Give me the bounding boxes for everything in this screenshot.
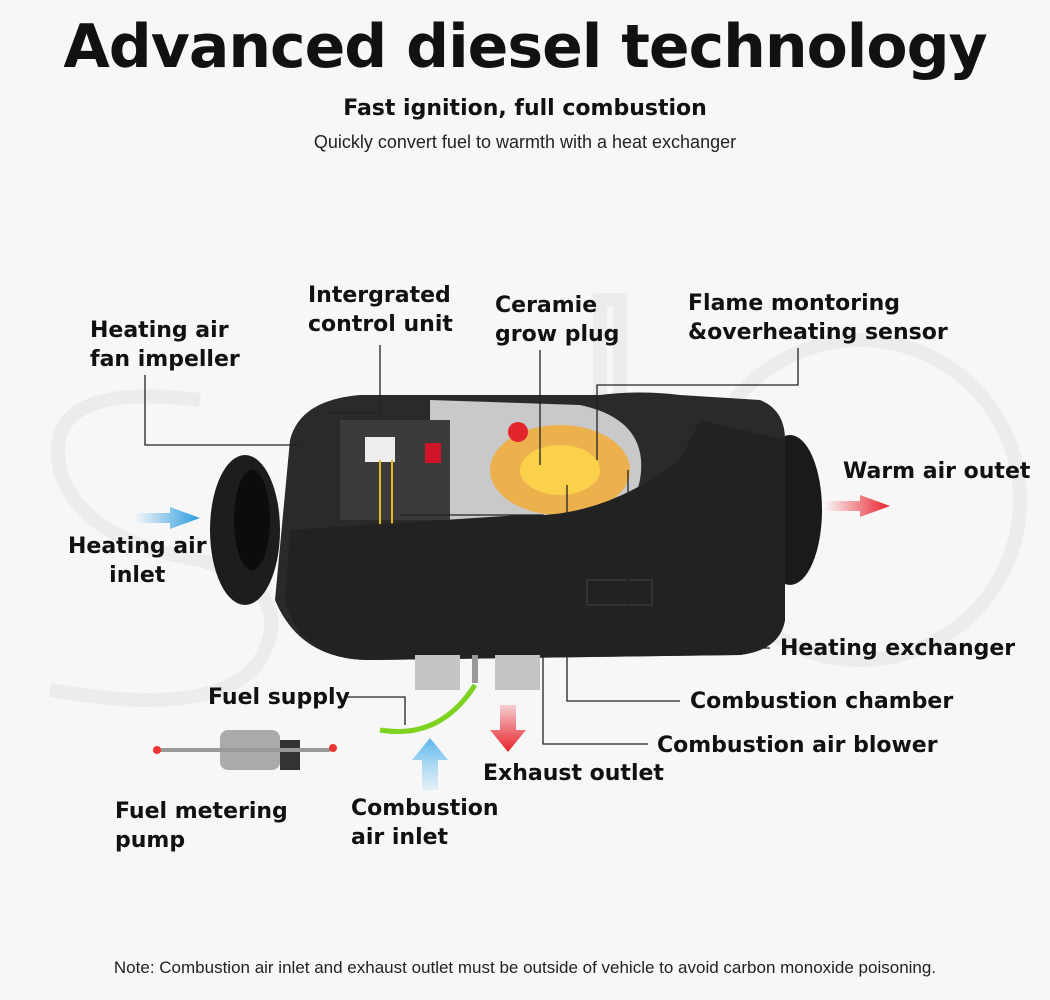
description: Quickly convert fuel to warmth with a he… — [313, 132, 737, 152]
exhaust-outlet-arrow — [490, 705, 526, 752]
page-title: Advanced diesel technology — [63, 12, 987, 82]
subtitle: Fast ignition, full combustion — [343, 96, 707, 121]
label-combustion-air-blower: Combustion air blower — [657, 733, 938, 758]
warm-air-outlet-arrow — [825, 495, 890, 517]
label-combustion-chamber: Combustion chamber — [690, 689, 954, 714]
leader-lines — [144, 345, 799, 745]
combustion-air-inlet-arrow — [412, 738, 448, 790]
safety-note: Note: Combustion air inlet and exhaust o… — [113, 958, 937, 977]
label-flame-sensor: Flame montoring&overheating sensor — [688, 291, 948, 345]
fuel-metering-pump-image — [153, 730, 337, 770]
label-fuel-supply: Fuel supply — [208, 685, 350, 710]
label-warm-air-outlet: Warm air outet — [843, 459, 1031, 484]
fuel-line — [379, 683, 478, 734]
heating-air-inlet-arrow — [135, 507, 200, 529]
heater-unit — [210, 392, 822, 690]
label-exhaust-outlet: Exhaust outlet — [483, 761, 664, 786]
label-heating-exchanger: Heating exchanger — [780, 636, 1016, 661]
